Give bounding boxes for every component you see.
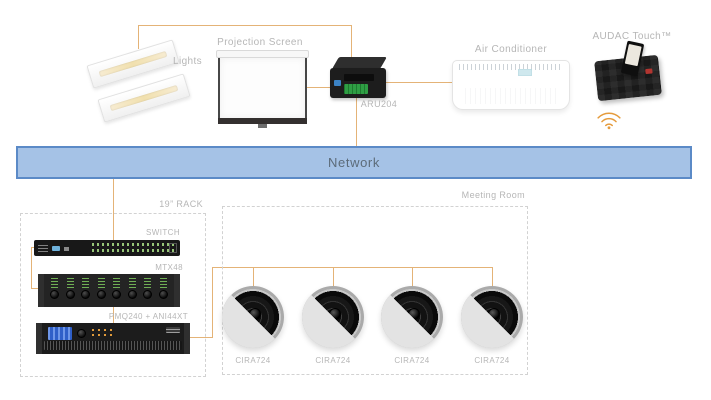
network-label: Network (328, 155, 380, 170)
cable-speaker-riser (212, 267, 213, 338)
amplifier-display (48, 327, 72, 340)
cable-speaker-bus (212, 267, 493, 268)
projection-screen-weight-bar (218, 118, 307, 124)
cable-speaker-drop-2 (333, 267, 334, 287)
cable-aru-top-drop (351, 25, 352, 58)
switch-ports-bottom-row (92, 249, 174, 252)
audac-logo-badge (645, 68, 653, 75)
switch-led (52, 246, 60, 251)
cable-mtx-stub (31, 288, 39, 289)
amplifier-vent-grille (44, 341, 182, 350)
cable-top-bus (138, 25, 352, 26)
cable-network-switch (113, 179, 114, 240)
cable-switch-stub (31, 247, 35, 248)
switch-ports-top-row (92, 243, 174, 246)
air-conditioner-display (518, 69, 532, 76)
amplifier-leds-bottom (92, 334, 116, 336)
air-conditioner-unit (452, 60, 570, 110)
cable-aru-network (356, 98, 357, 146)
projection-screen-case (216, 50, 309, 58)
wifi-icon (596, 110, 622, 130)
touch-phone-screen (624, 43, 642, 67)
relay-unit-led (334, 80, 341, 86)
light-strip (98, 50, 168, 78)
network-bus: Network (16, 146, 692, 179)
ceiling-speaker-4 (461, 286, 523, 348)
switch-uplink (169, 243, 177, 253)
meeting-room-title: Meeting Room (461, 190, 525, 200)
cable-amp-out (190, 337, 213, 338)
rack-ear (38, 274, 44, 307)
cable-screen-aru (305, 87, 330, 88)
cable-mtx-amp (113, 307, 114, 323)
relay-unit-label: ARU204 (360, 99, 398, 109)
relay-unit-device (330, 68, 386, 98)
cable-lights-drop (138, 25, 139, 49)
projection-screen-label: Projection Screen (217, 37, 303, 48)
ceiling-speaker-2 (302, 286, 364, 348)
amplifier-brand-logo (166, 327, 180, 333)
amplifier-leds-top (92, 329, 116, 331)
rack-ear (36, 323, 42, 354)
cable-speaker-drop-1 (253, 267, 254, 287)
speaker-label-4: CIRA724 (474, 356, 510, 365)
relay-unit-terminal-block (344, 84, 368, 94)
touch-panel-label: AUDAC Touch™ (592, 31, 672, 42)
matrix-device (38, 274, 180, 307)
cable-speaker-drop-3 (412, 267, 413, 287)
cable-switch-mtx-riser (31, 247, 32, 289)
speaker-label-1: CIRA724 (235, 356, 271, 365)
ceiling-speaker-1 (222, 286, 284, 348)
relay-unit-connector (344, 74, 374, 81)
projection-screen-pull-tab (258, 124, 267, 128)
network-switch-device (34, 240, 180, 256)
lights-label: Lights (173, 56, 203, 67)
light-strip (109, 84, 179, 112)
cable-speaker-drop-4 (492, 267, 493, 287)
amplifier-device (36, 323, 190, 354)
meeting-room-zone (222, 206, 528, 375)
switch-port-usb (64, 247, 69, 251)
matrix-label: MTX48 (155, 263, 183, 272)
amplifier-label: PMQ240 + ANI44XT (108, 312, 188, 321)
speaker-label-3: CIRA724 (394, 356, 430, 365)
rack-title: 19” RACK (159, 199, 203, 209)
air-conditioner-grille (465, 88, 557, 104)
rack-ear (184, 323, 190, 354)
speaker-label-2: CIRA724 (315, 356, 351, 365)
matrix-channels (47, 277, 171, 304)
switch-label: SWITCH (146, 228, 180, 237)
rack-ear (174, 274, 180, 307)
air-conditioner-vent (459, 64, 563, 70)
cable-aru-ac (386, 82, 452, 83)
amplifier-knob (77, 329, 86, 338)
air-conditioner-label: Air Conditioner (474, 44, 548, 55)
rack-zone (20, 213, 206, 377)
ceiling-speaker-3 (381, 286, 443, 348)
switch-logo (38, 243, 48, 252)
projection-screen (218, 58, 307, 118)
